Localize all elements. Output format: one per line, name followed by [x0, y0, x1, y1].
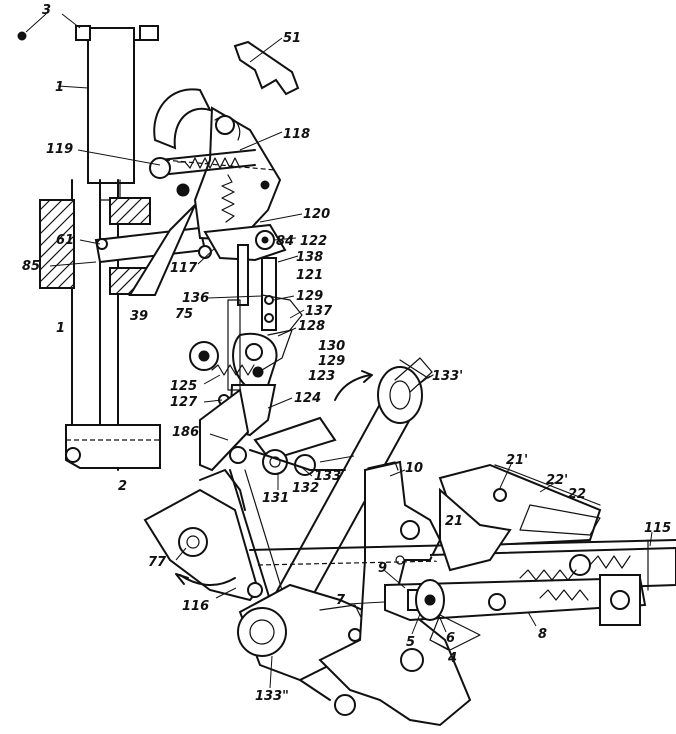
- label-4: 4: [447, 651, 457, 666]
- label-7: 7: [336, 593, 346, 608]
- label-1-mid: 1: [56, 321, 65, 336]
- label-51: 51: [283, 31, 301, 46]
- label-8: 8: [538, 627, 547, 642]
- label-39: 39: [130, 309, 148, 324]
- label-117: 117: [170, 261, 198, 276]
- label-9: 9: [378, 561, 387, 576]
- label-1-top: 1: [55, 80, 64, 95]
- label-136: 136: [182, 291, 209, 306]
- label-125: 125: [170, 379, 197, 394]
- label-2: 2: [118, 479, 127, 494]
- leader-lines: [25, 13, 653, 689]
- label-121: 121: [296, 268, 323, 283]
- label-21: 21: [445, 514, 463, 529]
- rollers-131-132: [249, 449, 346, 476]
- label-122: 122: [300, 234, 327, 249]
- reference-dot: [17, 31, 27, 41]
- label-131: 131: [262, 491, 289, 506]
- label-21p: 21': [506, 453, 528, 468]
- reference-labels: 3 1 51 118 119 120 84 122 138 121 61 85 …: [22, 3, 671, 704]
- body-21-22: [438, 463, 631, 581]
- label-133pp: 133": [255, 689, 289, 704]
- label-132: 132: [292, 481, 319, 496]
- label-75: 75: [175, 307, 193, 322]
- label-119: 119: [46, 142, 73, 157]
- label-120: 120: [303, 207, 330, 222]
- column-1: [65, 25, 161, 471]
- label-133p: 133': [432, 369, 463, 384]
- pawl-assembly: [189, 257, 303, 472]
- label-118: 118: [283, 127, 310, 142]
- label-77: 77: [148, 555, 167, 570]
- label-129b: 129: [318, 354, 345, 369]
- key-bar-39: [128, 204, 196, 296]
- label-123: 123: [308, 369, 335, 384]
- label-127: 127: [170, 395, 198, 410]
- upper-lever-group: [149, 40, 300, 306]
- lower-left-lever: [143, 469, 286, 602]
- label-3: 3: [42, 3, 51, 18]
- label-6: 6: [446, 631, 455, 646]
- label-129a: 129: [296, 289, 323, 304]
- label-5: 5: [406, 635, 415, 650]
- label-124: 124: [294, 391, 321, 406]
- label-130: 130: [318, 339, 345, 354]
- label-84: 84: [276, 234, 294, 249]
- label-10: 10: [405, 461, 423, 476]
- label-61: 61: [56, 233, 74, 248]
- label-137: 137: [305, 304, 333, 319]
- link-assembly: [384, 574, 647, 651]
- label-85: 85: [22, 259, 40, 274]
- label-22: 22: [568, 487, 586, 502]
- label-128: 128: [298, 319, 325, 334]
- label-115: 115: [644, 521, 671, 536]
- label-138: 138: [296, 250, 323, 265]
- label-186: 186: [172, 425, 199, 440]
- label-116: 116: [182, 599, 209, 614]
- label-22p: 22': [546, 473, 568, 488]
- label-133: 133: [314, 469, 341, 484]
